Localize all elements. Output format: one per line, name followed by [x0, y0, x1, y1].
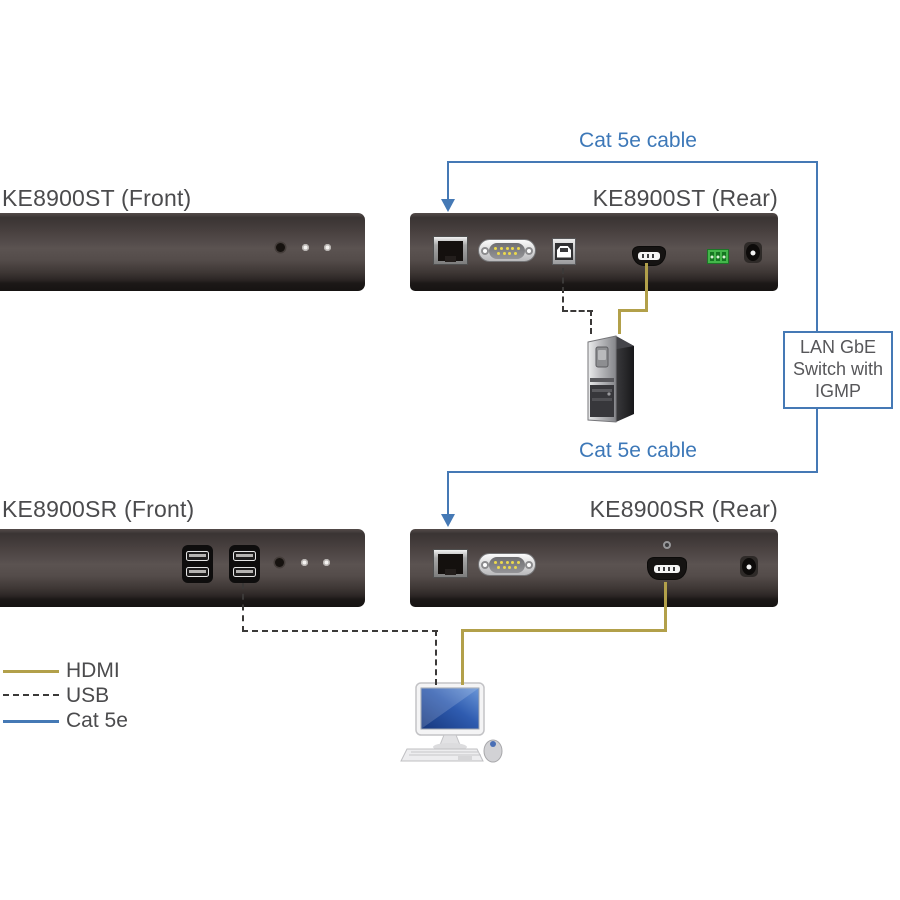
power-jack-icon [744, 242, 762, 263]
usb-cable-line [242, 583, 244, 632]
arrow-down-icon [441, 199, 455, 212]
hdmi-port-icon [648, 558, 686, 579]
hdmi-cable-line [461, 629, 464, 685]
device-ke8900sr-rear [410, 529, 778, 607]
usb-cable-line [562, 310, 593, 312]
led-indicator [275, 558, 284, 567]
cat5e-cable-line [816, 161, 818, 473]
rj45-port-icon [433, 236, 468, 265]
screw-hole-icon [663, 541, 671, 549]
desktop-computer-icon [400, 682, 503, 763]
switch-box-text: IGMP [814, 380, 861, 401]
db9-serial-port-icon [478, 239, 536, 262]
label-ke8900sr-front: KE8900SR (Front) [2, 496, 195, 522]
power-jack-icon [740, 556, 758, 577]
hdmi-cable-line [461, 629, 667, 632]
device-ke8900st-rear [410, 213, 778, 291]
switch-box-text: LAN GbE [799, 337, 877, 358]
hdmi-port-icon [633, 247, 665, 265]
usb-a-port-icon [229, 545, 260, 583]
usb-b-port-icon [552, 238, 576, 265]
cat5e-cable-line [447, 161, 449, 201]
legend-cat5e-line [3, 720, 59, 723]
terminal-block-icon [707, 249, 729, 264]
cat5e-cable-line [447, 471, 818, 473]
switch-box-text: Switch with [792, 359, 884, 380]
hdmi-cable-line [664, 582, 667, 631]
rj45-port-icon [433, 549, 468, 578]
computer-tower-icon [587, 335, 634, 423]
label-cat5e-cable-top: Cat 5e cable [579, 129, 697, 152]
cat5e-cable-line [447, 161, 818, 163]
lan-gbe-switch-box: LAN GbE Switch with IGMP [783, 331, 893, 409]
label-ke8900st-front: KE8900ST (Front) [2, 185, 192, 211]
label-ke8900st-rear: KE8900ST (Rear) [592, 185, 778, 211]
led-indicator [323, 559, 330, 566]
legend-cat5e-label: Cat 5e [66, 709, 128, 732]
led-indicator [324, 244, 331, 251]
usb-cable-line [562, 268, 564, 312]
db9-serial-port-icon [478, 553, 536, 576]
hdmi-cable-line [645, 263, 648, 312]
legend-usb-label: USB [66, 684, 110, 707]
led-indicator [302, 244, 309, 251]
label-cat5e-cable-mid: Cat 5e cable [579, 439, 697, 462]
legend-hdmi-label: HDMI [66, 659, 120, 682]
legend-hdmi-line [3, 670, 59, 673]
led-indicator [276, 243, 285, 252]
legend-usb-line [3, 694, 59, 696]
cat5e-cable-line [447, 471, 449, 515]
label-ke8900sr-rear: KE8900SR (Rear) [589, 496, 778, 522]
hdmi-cable-line [618, 309, 621, 334]
usb-cable-line [242, 630, 438, 632]
usb-cable-line [590, 310, 592, 334]
usb-a-port-icon [182, 545, 213, 583]
hdmi-cable-line [618, 309, 648, 312]
device-ke8900st-front [0, 213, 365, 291]
led-indicator [301, 559, 308, 566]
usb-cable-line [435, 630, 437, 685]
arrow-down-icon [441, 514, 455, 527]
device-ke8900sr-front [0, 529, 365, 607]
